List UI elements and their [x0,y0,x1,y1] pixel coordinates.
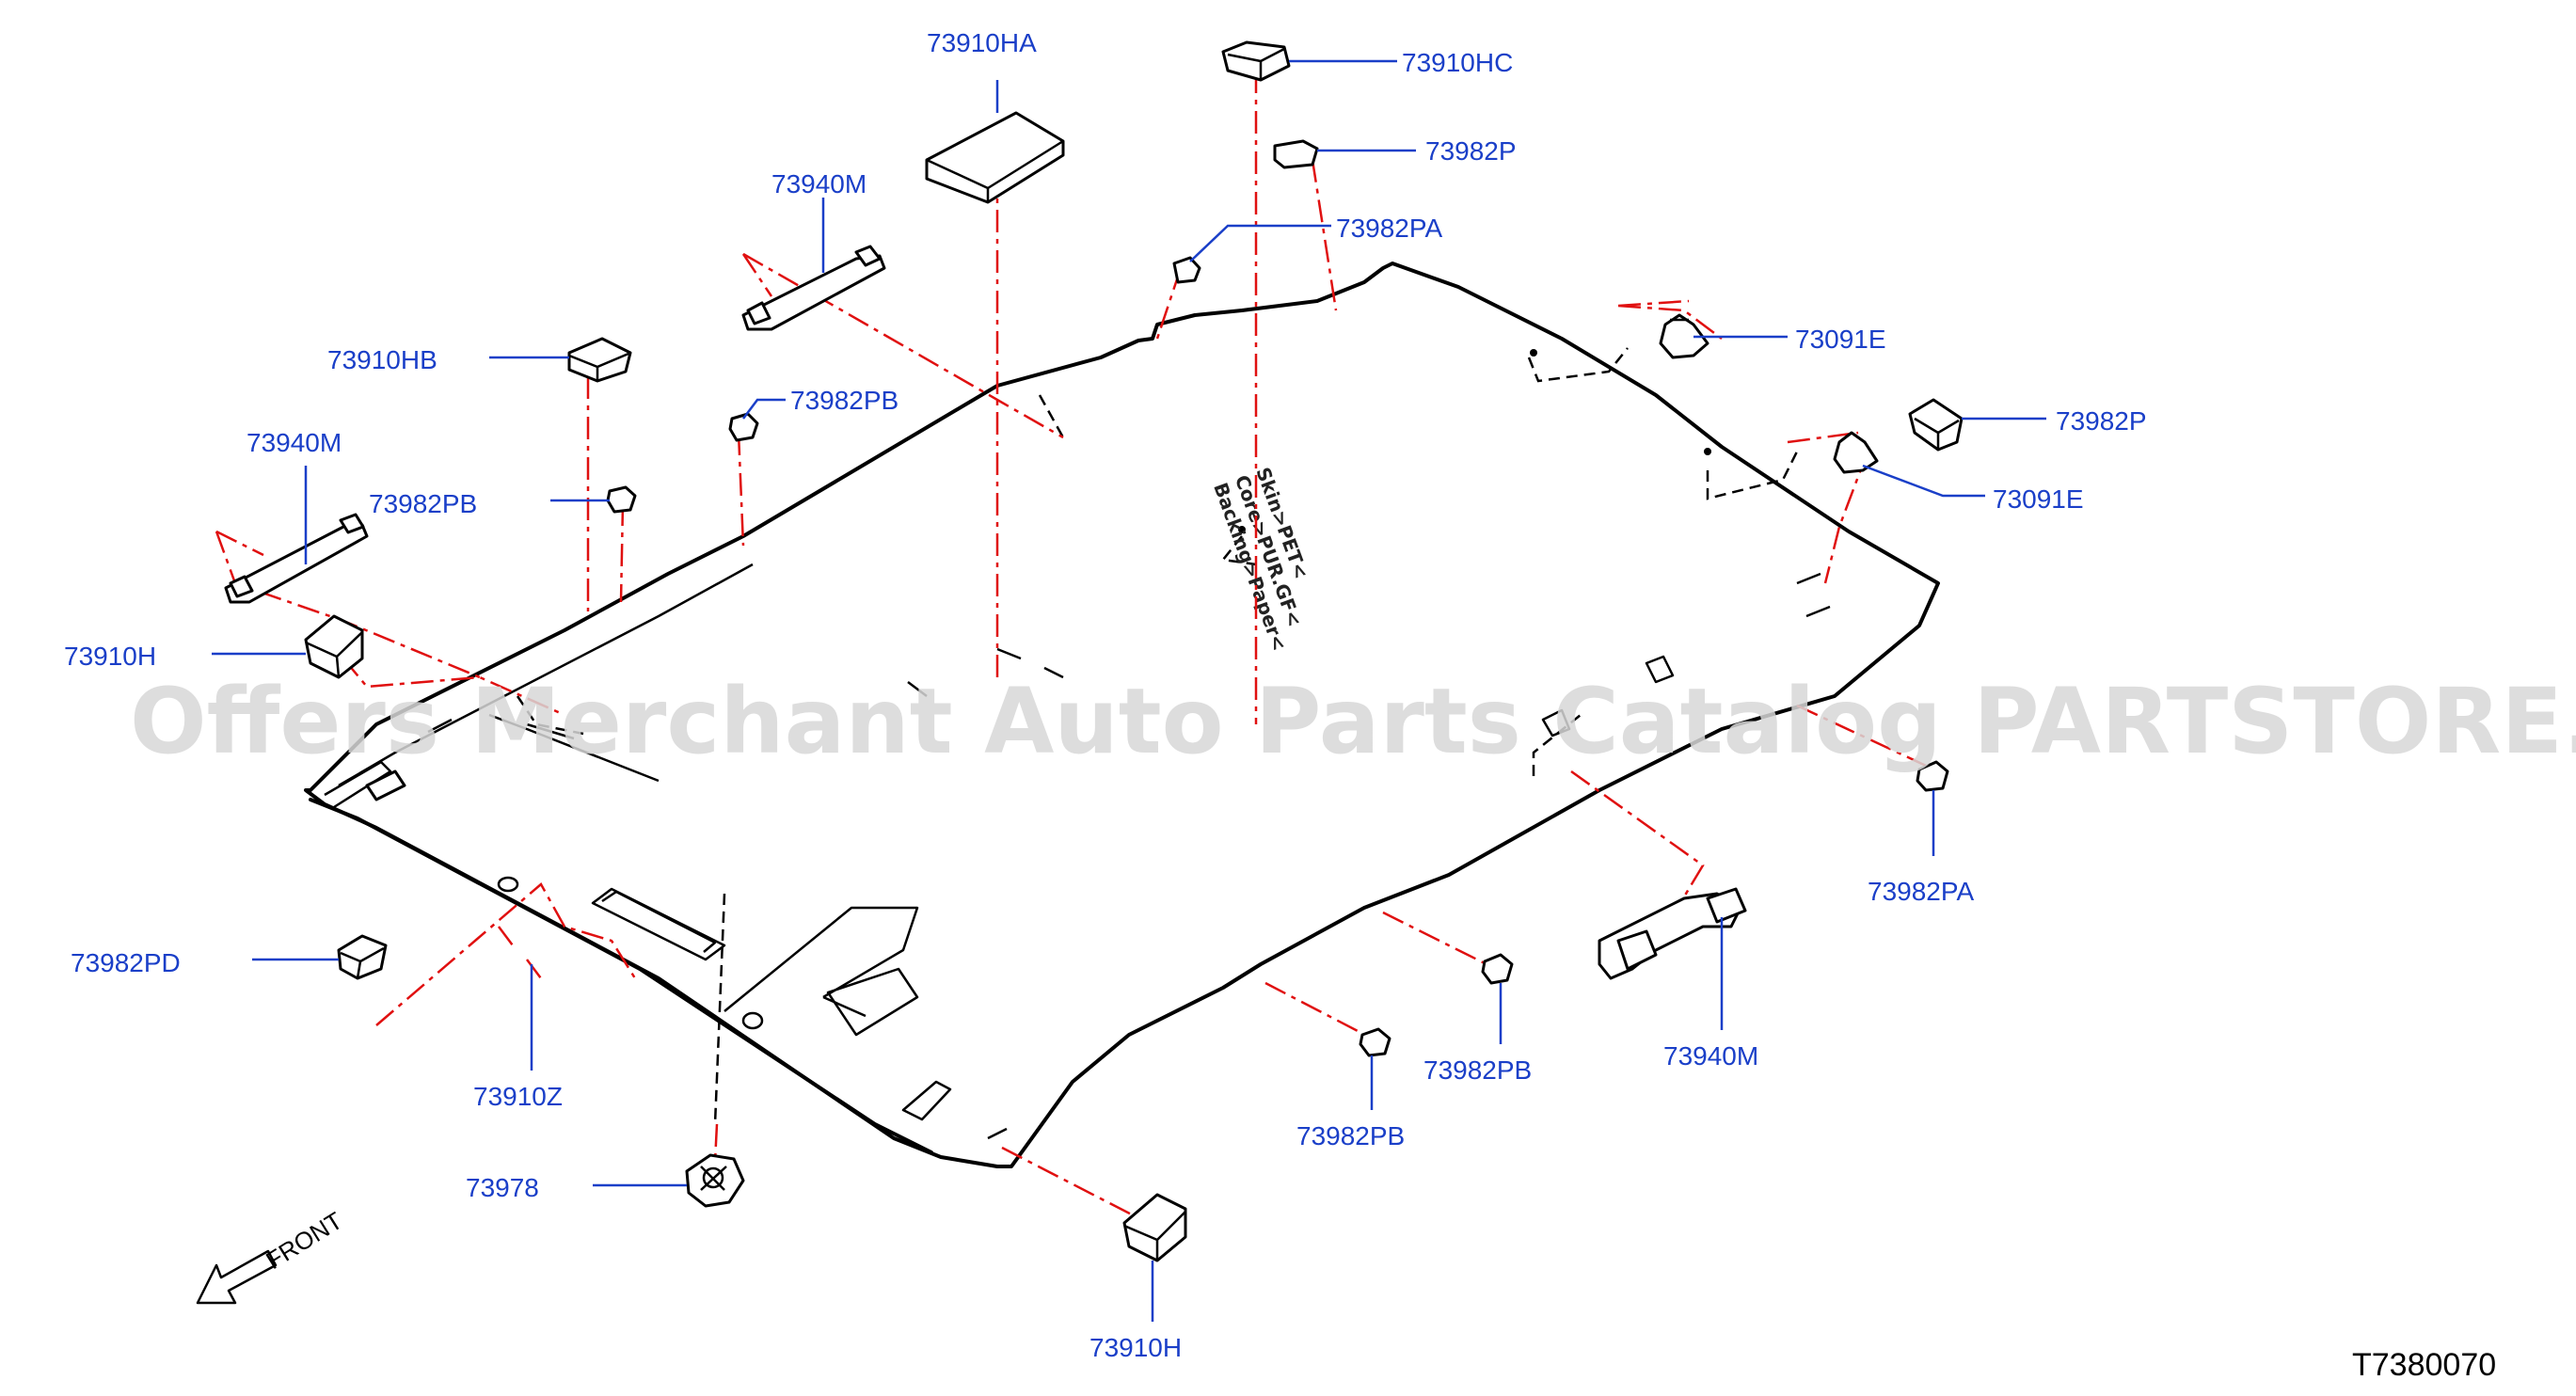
part-label-73091E-upper[interactable]: 73091E [1795,325,1886,354]
dashed-clip-outlines [516,347,1799,1125]
part-label-73978[interactable]: 73978 [466,1173,539,1202]
part-label-73940M-lower[interactable]: 73940M [1663,1041,1758,1071]
diagram-code: T7380070 [2352,1347,2496,1383]
clip-73982PD[interactable] [337,934,388,980]
parts [224,40,1964,1262]
part-label-73910HB[interactable]: 73910HB [327,345,437,374]
part-label-73982P-right[interactable]: 73982P [2056,406,2147,436]
assist-grip-73940M-left[interactable] [224,513,369,604]
clip-73982PA-top[interactable] [1172,256,1201,284]
pad-73910H-left[interactable] [304,614,364,679]
part-label-73940M-upper[interactable]: 73940M [771,169,867,198]
clip-73982P-top[interactable] [1273,139,1319,169]
assist-grip-73940M-lower[interactable] [1598,887,1747,980]
part-label-73910HA[interactable]: 73910HA [927,28,1037,57]
watermark: Offers Merchant Auto Parts Catalog PARTS… [130,669,2576,774]
clip-73091E-upper[interactable] [1659,313,1709,359]
part-label-73982PB-mid[interactable]: 73982PB [1423,1055,1532,1085]
part-label-73910Z[interactable]: 73910Z [473,1082,563,1111]
visor-slot-front [324,713,660,809]
clip-73982PB-mid[interactable] [1481,953,1514,985]
clip-73978[interactable] [685,1153,745,1208]
part-label-73910HC[interactable]: 73910HC [1402,48,1513,77]
part-label-73982PB-left[interactable]: 73982PB [369,489,477,518]
part-label-73940M-left[interactable]: 73940M [246,428,342,457]
headliner-cutouts [497,572,1831,1140]
pad-73910HC[interactable] [1221,40,1291,82]
part-label-73982P-top[interactable]: 73982P [1425,136,1517,166]
part-label-73910H-left[interactable]: 73910H [64,642,156,671]
pad-73910H-bottom[interactable] [1122,1193,1187,1262]
leader-lines [212,59,2046,1322]
part-label-73982PA-right[interactable]: 73982PA [1868,877,1974,906]
clip-73982PB-left[interactable] [606,485,637,514]
pad-73910HA[interactable] [925,111,1065,204]
assist-grip-73940M-upper[interactable] [741,245,886,331]
part-label-73982PD[interactable]: 73982PD [71,948,181,977]
clip-73982PB-lower[interactable] [1359,1027,1391,1057]
part-label-73982PA-top[interactable]: 73982PA [1336,214,1442,243]
part-label-73091E-lower[interactable]: 73091E [1993,484,2084,514]
part-labels: 73910HA 73910HC 73982P 73982PA 73940M 73… [64,28,2147,1362]
clip-73982PA-right[interactable] [1916,760,1949,792]
pad-73910HB[interactable] [567,337,632,383]
part-label-73982PB-upper[interactable]: 73982PB [790,386,898,415]
part-label-73982PB-lower[interactable]: 73982PB [1296,1121,1405,1150]
front-arrow: FRONT [196,1206,347,1305]
headliner-material-stamp: Skin>PET< Core>PUR.GF< Backing>Paper< [1209,465,1312,654]
clip-73091E-lower[interactable] [1833,431,1879,474]
front-label: FRONT [261,1206,347,1275]
clip-73982P-right[interactable] [1908,398,1964,452]
part-label-73910H-bottom[interactable]: 73910H [1089,1333,1182,1362]
